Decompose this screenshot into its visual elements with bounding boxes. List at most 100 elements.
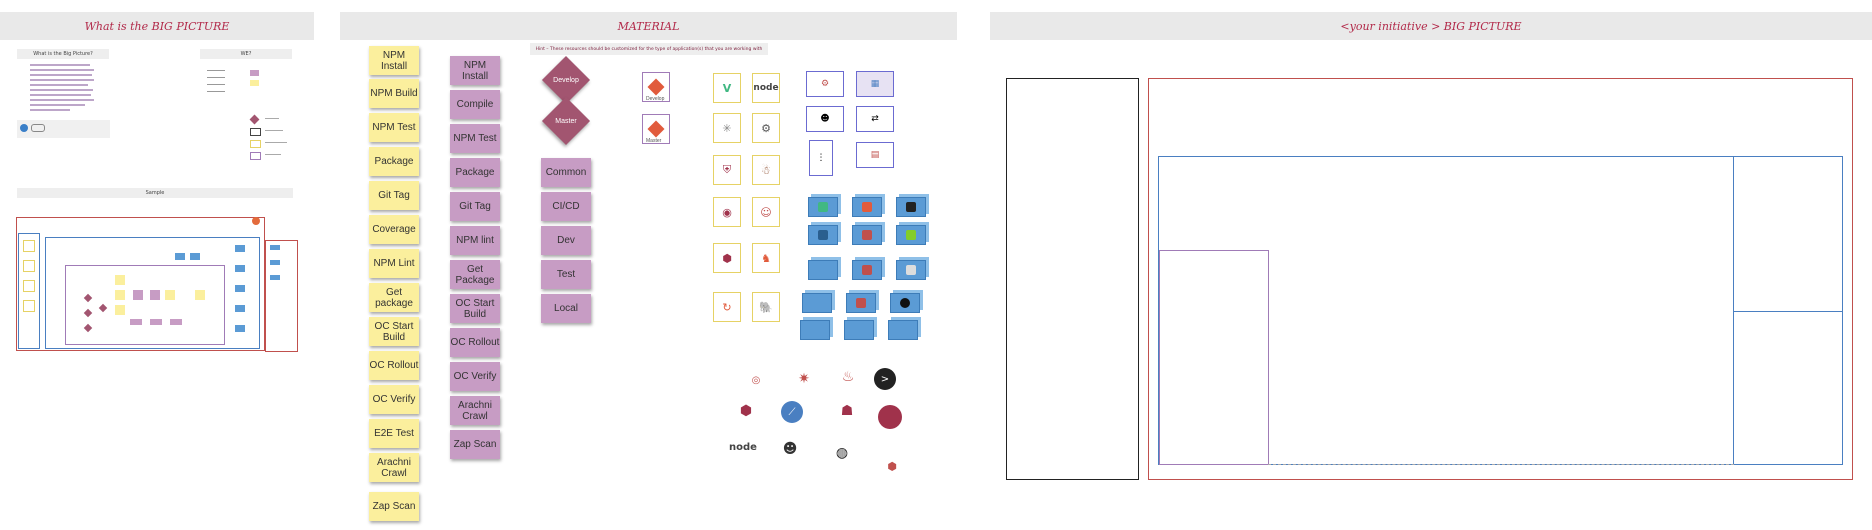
- initiative-right-bottom-box[interactable]: [1733, 311, 1843, 465]
- note-zap-scan-yellow[interactable]: Zap Scan: [369, 492, 419, 521]
- gitlab-icon-card[interactable]: ♞: [752, 243, 780, 273]
- initiative-outer-red-box[interactable]: [1148, 78, 1853, 480]
- note-git-tag-purple[interactable]: Git Tag: [450, 192, 500, 221]
- cube-vue[interactable]: [808, 197, 838, 217]
- diagram-card-5[interactable]: ⋮: [809, 140, 833, 176]
- octocat-dev-icon[interactable]: ☻: [782, 441, 798, 457]
- pipeline-diagram-icon: ⋮: [816, 153, 826, 163]
- node-icon-card[interactable]: node: [752, 73, 780, 103]
- note-npm-build-yellow[interactable]: NPM Build: [369, 79, 419, 108]
- cube-generic-1[interactable]: [808, 260, 838, 280]
- cube-generic-5[interactable]: [844, 320, 874, 340]
- legend-block: [205, 68, 295, 160]
- note-package-yellow[interactable]: Package: [369, 147, 419, 176]
- cube-generic-4[interactable]: [800, 320, 830, 340]
- brand-logo[interactable]: ◎: [751, 374, 761, 386]
- vue-icon-card[interactable]: V: [713, 73, 741, 103]
- diamond-develop-label: Develop: [553, 77, 579, 84]
- note-ci-cd[interactable]: CI/CD: [541, 192, 591, 221]
- note-npm-lint-purple[interactable]: NPM lint: [450, 226, 500, 255]
- cube-openshift[interactable]: [852, 197, 882, 217]
- openshift-logo-icon[interactable]: ⬢: [739, 403, 753, 419]
- note-npm-test-yellow[interactable]: NPM Test: [369, 113, 419, 142]
- initiative-left-column[interactable]: [1006, 78, 1139, 480]
- postgres-icon-card[interactable]: 🐘: [752, 292, 780, 322]
- terminal-icon[interactable]: >: [874, 368, 896, 390]
- cube-generic-2[interactable]: [896, 260, 926, 280]
- note-oc-start-build-purple[interactable]: OC Start Build: [450, 294, 500, 323]
- github-icon[interactable]: ◍: [835, 445, 849, 461]
- cube-terminal[interactable]: [896, 197, 926, 217]
- what-is-big-picture-header: What is the Big Picture?: [17, 49, 109, 59]
- jenkins-icon-card[interactable]: ☺: [752, 197, 780, 227]
- git-icon: [647, 78, 665, 96]
- diagram-card-1[interactable]: ⚙: [806, 71, 844, 97]
- cube-openshift-4[interactable]: [846, 293, 876, 313]
- git-card-develop-label: Develop: [646, 96, 665, 102]
- note-get-package-yellow[interactable]: Get package: [369, 283, 419, 312]
- java-icon[interactable]: ♨: [841, 369, 855, 385]
- spider-icon[interactable]: ✷: [798, 371, 810, 387]
- note-oc-rollout-yellow[interactable]: OC Rollout: [369, 351, 419, 380]
- git-card-develop[interactable]: [642, 72, 670, 102]
- note-coverage-yellow[interactable]: Coverage: [369, 215, 419, 244]
- monkey-icon-card[interactable]: ☃: [752, 155, 780, 185]
- vue-icon: V: [722, 81, 732, 95]
- cube-shield[interactable]: [808, 225, 838, 245]
- note-test[interactable]: Test: [541, 260, 591, 289]
- note-dev[interactable]: Dev: [541, 226, 591, 255]
- note-arachni-crawl-yellow[interactable]: Arachni Crawl: [369, 453, 419, 482]
- note-e2e-test-yellow[interactable]: E2E Test: [369, 419, 419, 448]
- frame-title-big-picture[interactable]: What is the BIG PICTURE: [0, 12, 314, 40]
- node-logo-icon[interactable]: node: [729, 441, 757, 453]
- cube-generic-6[interactable]: [888, 320, 918, 340]
- network-icon-card[interactable]: ✳: [713, 113, 741, 143]
- frame-title-material[interactable]: MATERIAL: [340, 12, 957, 40]
- frame-title-initiative[interactable]: <your initiative > BIG PICTURE: [990, 12, 1872, 40]
- node-icon: node: [753, 83, 779, 93]
- note-npm-test-purple[interactable]: NPM Test: [450, 124, 500, 153]
- note-npm-install-purple[interactable]: NPM Install: [450, 56, 500, 85]
- initiative-bottom-dashed-line: [1268, 464, 1734, 465]
- openshift-icon-card[interactable]: ⬢: [713, 243, 741, 273]
- note-oc-verify-purple[interactable]: OC Verify: [450, 362, 500, 391]
- note-common[interactable]: Common: [541, 158, 591, 187]
- cube-node[interactable]: [896, 225, 926, 245]
- note-compile-purple[interactable]: Compile: [450, 90, 500, 119]
- mascot-icon[interactable]: [878, 405, 902, 429]
- note-zap-scan-purple[interactable]: Zap Scan: [450, 430, 500, 459]
- cube-dark[interactable]: [890, 293, 920, 313]
- git-card-master[interactable]: [642, 114, 670, 144]
- diagram-card-3[interactable]: ☻: [806, 106, 844, 132]
- shield-logo-icon[interactable]: ⟋: [781, 401, 803, 423]
- diagram-card-6[interactable]: ▤: [856, 142, 894, 168]
- diagram-card-4[interactable]: ⇄: [856, 106, 894, 132]
- note-oc-verify-yellow[interactable]: OC Verify: [369, 385, 419, 414]
- cube-generic-3[interactable]: [802, 293, 832, 313]
- openshift-small-icon[interactable]: ⬢: [887, 459, 897, 473]
- note-package-purple[interactable]: Package: [450, 158, 500, 187]
- diagram-card-2[interactable]: ▦: [856, 71, 894, 97]
- note-git-tag-yellow[interactable]: Git Tag: [369, 181, 419, 210]
- security-icon-card[interactable]: ⛨: [713, 155, 741, 185]
- sample-diagram[interactable]: [15, 215, 300, 355]
- sonar-icon-card[interactable]: ◉: [713, 197, 741, 227]
- initiative-right-top-box[interactable]: [1733, 156, 1843, 312]
- cube-openshift-3[interactable]: [852, 260, 882, 280]
- info-icon: [20, 124, 28, 132]
- sync-icon-card[interactable]: ↻: [713, 292, 741, 322]
- note-npm-lint-yellow[interactable]: NPM Lint: [369, 249, 419, 278]
- openshift-icon: ⬢: [722, 251, 732, 265]
- sync-icon: ↻: [722, 300, 732, 314]
- note-oc-start-build-yellow[interactable]: OC Start Build: [369, 317, 419, 346]
- note-local[interactable]: Local: [541, 294, 591, 323]
- gear-icon-card[interactable]: ⚙: [752, 113, 780, 143]
- cube-openshift-2[interactable]: [852, 225, 882, 245]
- owl-icon[interactable]: ☗: [840, 403, 854, 419]
- note-oc-rollout-purple[interactable]: OC Rollout: [450, 328, 500, 357]
- note-get-package-purple[interactable]: Get Package: [450, 260, 500, 289]
- initiative-purple-box[interactable]: [1159, 250, 1269, 465]
- note-arachni-crawl-purple[interactable]: Arachni Crawl: [450, 396, 500, 425]
- sample-inner-purple-box: [65, 265, 225, 345]
- note-npm-install-yellow[interactable]: NPM Install: [369, 46, 419, 75]
